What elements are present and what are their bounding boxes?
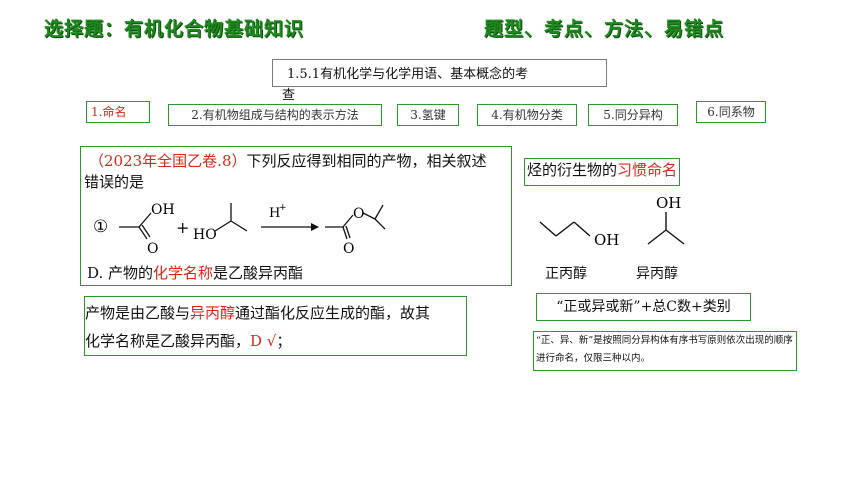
ester-carbonyl-o-label: O bbox=[343, 241, 354, 257]
n-propanol-structure bbox=[539, 221, 591, 237]
isopropanol-name: 异丙醇 bbox=[636, 266, 678, 282]
answer-line1-b: 通过酯化反应生成的酯，故其 bbox=[235, 304, 431, 322]
option-d-prefix: D. 产物的 bbox=[87, 264, 154, 282]
answer-line1-a: 产物是由乙酸与 bbox=[85, 304, 191, 322]
header-right-title: 题型、考点、方法、易错点 bbox=[484, 18, 725, 40]
question-stem-a: 下列反应得到相同的产物，相关叙述 bbox=[246, 152, 487, 170]
acid-oh-label: OH bbox=[151, 202, 175, 218]
topic-box: 1.5.1有机化学与化学用语、基本概念的考 bbox=[272, 59, 607, 87]
naming-note-box: “正、异、新”是按照同分异构体有序书写原则依次出现的顺序进行命名，仅限三种以内。 bbox=[533, 331, 797, 371]
header-left-title: 选择题：有机化合物基础知识 bbox=[44, 18, 305, 40]
isopropanol-side-structure bbox=[647, 212, 685, 245]
plus-sign: + bbox=[176, 218, 189, 237]
side-title-highlight: 习惯命名 bbox=[617, 161, 678, 179]
alcohol-structures: OH OH bbox=[539, 194, 685, 249]
ester-structure bbox=[325, 204, 386, 240]
question-stem-line1: （2023年全国乙卷.8）下列反应得到相同的产物，相关叙述 bbox=[89, 151, 487, 172]
catalyst-h-label: H bbox=[269, 206, 280, 221]
isopropanol-structure bbox=[214, 203, 248, 232]
option-d-suffix: 是乙酸异丙酯 bbox=[213, 264, 304, 282]
side-title-box: 烃的衍生物的习惯命名 bbox=[524, 158, 681, 186]
isopropanol-oh-label: OH bbox=[656, 194, 681, 212]
side-title-a: 烃的衍生物的 bbox=[527, 161, 618, 179]
tab-naming[interactable]: 1.命名 bbox=[86, 101, 150, 123]
circled-number: ① bbox=[93, 217, 108, 237]
reaction-arrow bbox=[261, 223, 319, 231]
tab-classification[interactable]: 4.有机物分类 bbox=[477, 104, 577, 126]
tab-structure-representation[interactable]: 2.有机物组成与结构的表示方法 bbox=[168, 104, 382, 126]
ester-ring-o-label: O bbox=[353, 206, 364, 222]
acid-o-label: O bbox=[147, 241, 158, 257]
n-propanol-name: 正丙醇 bbox=[545, 266, 587, 282]
n-propanol-oh-label: OH bbox=[594, 231, 619, 249]
question-source: （2023年全国乙卷.8） bbox=[89, 152, 247, 170]
option-d-highlight: 化学名称 bbox=[153, 264, 214, 282]
reaction-scheme: ① OH O + HO H + bbox=[93, 202, 386, 257]
option-d: D. 产物的化学名称是乙酸异丙酯 bbox=[87, 263, 303, 284]
alcohol-ho-label: HO bbox=[193, 227, 217, 243]
naming-rule-box: “正或异或新”+总C数+类别 bbox=[536, 293, 751, 321]
topic-line1: 1.5.1有机化学与化学用语、基本概念的考 bbox=[287, 67, 529, 82]
question-stem-b: 错误的是 bbox=[84, 173, 145, 191]
answer-line2-a: 化学名称是乙酸异丙酯， bbox=[85, 332, 251, 350]
answer-line1-highlight: 异丙醇 bbox=[190, 304, 236, 322]
tab-isomerism[interactable]: 5.同分异构 bbox=[588, 104, 678, 126]
answer-line1: 产物是由乙酸与异丙醇通过酯化反应生成的酯，故其 bbox=[85, 303, 430, 324]
question-box: （2023年全国乙卷.8）下列反应得到相同的产物，相关叙述 错误的是 ① OH … bbox=[80, 146, 512, 286]
answer-line2-highlight: D √ bbox=[250, 332, 277, 350]
tab-homologs[interactable]: 6.同系物 bbox=[696, 101, 766, 123]
answer-box: 产物是由乙酸与异丙醇通过酯化反应生成的酯，故其 化学名称是乙酸异丙酯，D √； bbox=[84, 296, 467, 356]
acetic-acid-structure bbox=[119, 212, 152, 240]
topic-line2: 查 bbox=[282, 88, 296, 103]
tab-hydrogen-bond[interactable]: 3.氢键 bbox=[397, 104, 459, 126]
catalyst-plus-label: + bbox=[279, 203, 287, 213]
answer-line2: 化学名称是乙酸异丙酯，D √； bbox=[85, 331, 291, 352]
answer-line2-b: ； bbox=[276, 332, 292, 350]
